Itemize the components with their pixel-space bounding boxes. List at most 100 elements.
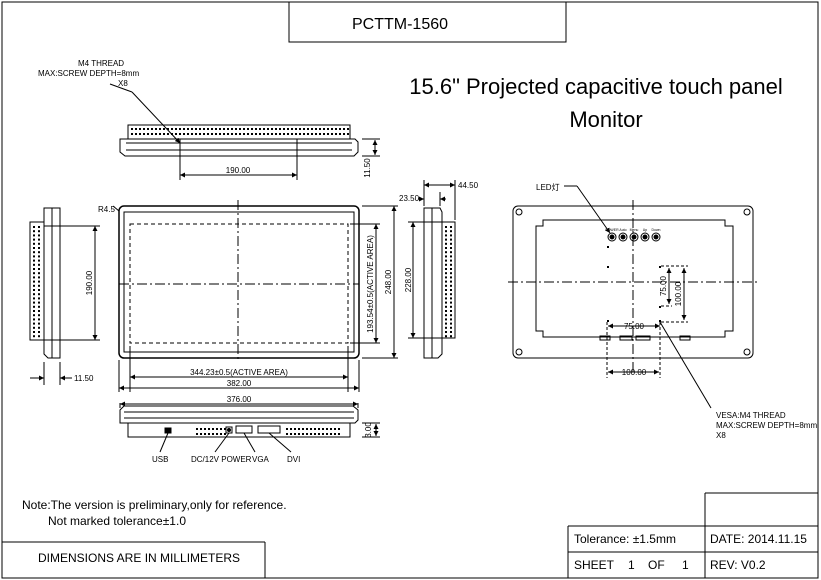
- vent-hole: [314, 433, 316, 435]
- vent-hole: [347, 128, 349, 130]
- corner-radius-label: R4.5: [98, 205, 115, 214]
- vent-hole: [131, 128, 133, 130]
- model-title: PCTTM-1560: [352, 16, 448, 33]
- vent-hole: [445, 238, 447, 241]
- bottom-view: [119, 401, 380, 453]
- vent-hole: [323, 128, 325, 130]
- vent-hole: [445, 255, 447, 258]
- vent-hole: [319, 133, 321, 135]
- vent-hole: [159, 133, 161, 135]
- vent-hole: [314, 428, 316, 430]
- vent-hole: [167, 133, 169, 135]
- vent-hole: [183, 133, 185, 135]
- vent-hole: [335, 128, 337, 130]
- rear-button-labels: POWER Auto Menu Up Down: [605, 228, 660, 232]
- vent-hole: [151, 128, 153, 130]
- thread-note-line-1: M4 THREAD: [78, 59, 124, 68]
- vent-hole: [167, 128, 169, 130]
- vent-hole: [334, 433, 336, 435]
- vent-hole: [450, 268, 452, 270]
- vent-hole: [38, 318, 40, 321]
- vent-hole: [267, 133, 269, 135]
- vent-hole: [450, 297, 452, 300]
- vent-hole: [38, 230, 40, 233]
- vent-hole: [187, 128, 189, 130]
- vent-hole: [450, 280, 452, 283]
- vent-hole: [38, 238, 40, 241]
- front-height-248: 248.00: [384, 269, 393, 294]
- vent-hole: [147, 128, 149, 130]
- right-view-ventilation-holes: [445, 226, 452, 338]
- vent-hole: [275, 128, 277, 130]
- vent-hole: [38, 305, 40, 308]
- vent-hole: [445, 326, 447, 329]
- vent-hole: [445, 289, 447, 291]
- rear-dim-100-horizontal: 100.00: [622, 368, 647, 377]
- vent-hole: [450, 263, 452, 266]
- vent-hole: [191, 128, 193, 130]
- vent-hole: [215, 128, 217, 130]
- vent-hole: [220, 433, 222, 435]
- vent-hole: [290, 428, 292, 430]
- vent-hole: [318, 428, 320, 430]
- vent-hole: [290, 433, 292, 435]
- usb-label: USB: [152, 455, 168, 464]
- top-view-ventilation-holes: [131, 128, 349, 135]
- vent-hole: [38, 259, 40, 262]
- vent-hole: [322, 428, 324, 430]
- vent-hole: [196, 433, 198, 435]
- vent-hole: [298, 433, 300, 435]
- vent-hole: [283, 128, 285, 130]
- vent-hole: [283, 133, 285, 135]
- vent-hole: [33, 297, 35, 300]
- vent-hole: [212, 433, 214, 435]
- vent-hole: [131, 133, 133, 135]
- vent-hole: [450, 234, 452, 237]
- vent-hole: [331, 128, 333, 130]
- sheet-number: 1: [628, 558, 635, 572]
- vent-hole: [335, 133, 337, 135]
- vent-hole: [295, 128, 297, 130]
- vent-hole: [445, 301, 447, 304]
- vent-hole: [38, 251, 40, 254]
- rear-dim-75-vertical: 75.00: [659, 275, 668, 296]
- vent-hole: [306, 433, 308, 435]
- vent-hole: [291, 128, 293, 130]
- vent-hole: [207, 133, 209, 135]
- vent-hole: [271, 128, 273, 130]
- vent-hole: [445, 272, 447, 275]
- vent-hole: [239, 128, 241, 130]
- vent-hole: [223, 133, 225, 135]
- vent-hole: [38, 280, 40, 283]
- vent-hole: [450, 326, 452, 329]
- vent-hole: [294, 433, 296, 435]
- vent-hole: [199, 128, 201, 130]
- vent-hole: [33, 335, 35, 338]
- vent-hole: [38, 310, 40, 312]
- vent-hole: [291, 133, 293, 135]
- vent-hole: [38, 268, 40, 270]
- vent-hole: [259, 128, 261, 130]
- date-cell: DATE: 2014.11.15: [710, 532, 807, 546]
- vent-hole: [135, 128, 137, 130]
- vent-hole: [251, 128, 253, 130]
- revision-cell: REV: V0.2: [710, 558, 766, 572]
- vent-hole: [445, 284, 447, 287]
- vent-hole: [286, 428, 288, 430]
- top-view: [109, 83, 380, 180]
- vent-hole: [33, 284, 35, 287]
- vent-hole: [330, 433, 332, 435]
- left-dim-11-50: 11.50: [74, 374, 94, 383]
- vent-hole: [200, 428, 202, 430]
- vent-hole: [286, 433, 288, 435]
- button-label-auto: Auto: [619, 228, 626, 232]
- note-line-1: Note:The version is preliminary,only for…: [22, 498, 287, 512]
- vent-hole: [445, 318, 447, 321]
- top-dim-11-50: 11.50: [363, 158, 372, 178]
- vent-hole: [187, 133, 189, 135]
- vent-hole: [33, 280, 35, 283]
- vent-hole: [195, 133, 197, 135]
- vent-hole: [450, 305, 452, 308]
- vent-hole: [450, 310, 452, 312]
